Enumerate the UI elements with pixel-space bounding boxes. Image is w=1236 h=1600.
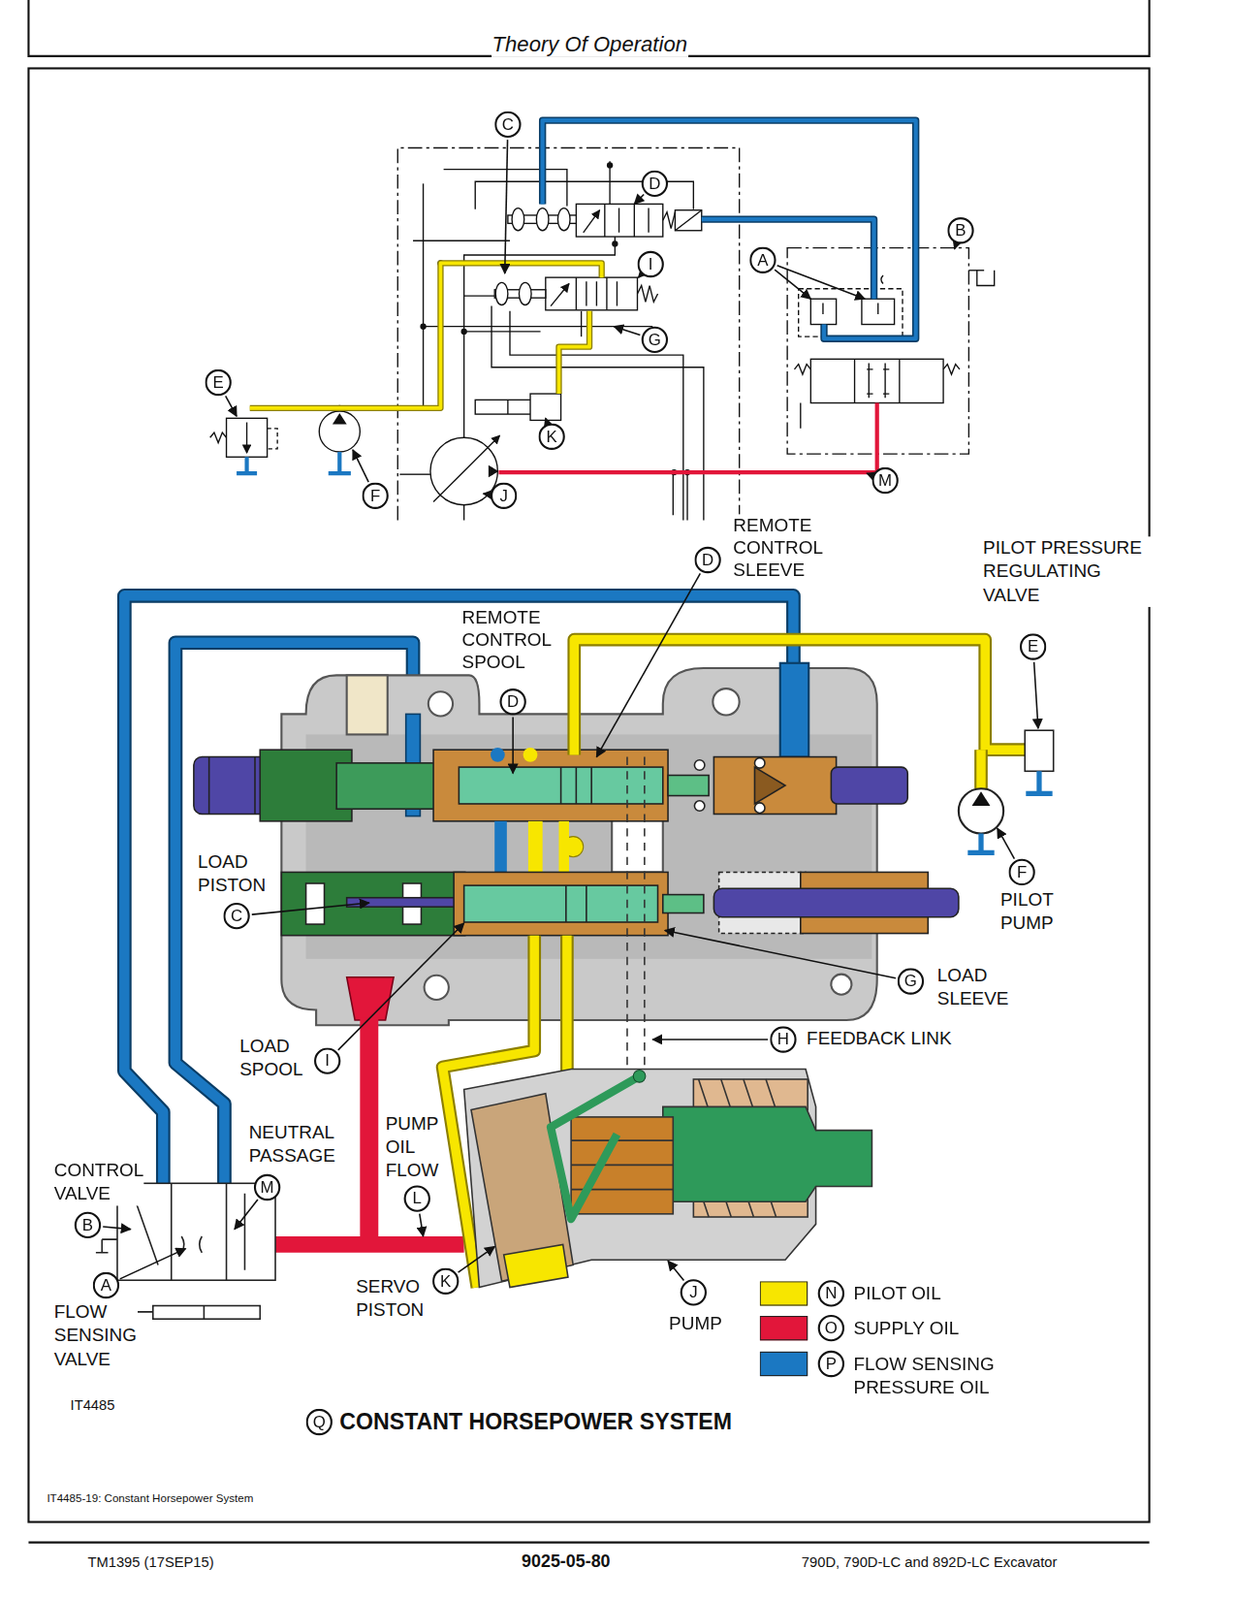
part-label: PUMP OIL FLOW — [384, 1111, 441, 1183]
leader-line — [102, 1226, 130, 1230]
leader-line — [866, 473, 871, 476]
legend-swatch — [760, 1315, 808, 1340]
part-label: CONTROL VALVE — [53, 1158, 145, 1205]
leader-line — [252, 902, 370, 915]
leader-line — [234, 1199, 258, 1230]
leader-line — [352, 449, 369, 482]
part-label: REMOTE CONTROL SPOOL — [460, 605, 552, 673]
leader-line — [120, 1248, 187, 1279]
callout-letter: L — [404, 1184, 431, 1211]
leader-line — [483, 492, 489, 495]
callout-letter: A — [93, 1271, 120, 1299]
leader-line — [613, 326, 640, 336]
leader-line — [638, 275, 641, 278]
leader-line — [667, 1260, 684, 1280]
callout-letter: K — [538, 423, 565, 450]
part-label: LOAD SPOOL — [238, 1034, 304, 1081]
figure-title: CONSTANT HORSEPOWER SYSTEM — [338, 1408, 733, 1435]
callout-letter: B — [74, 1211, 101, 1238]
leader-line — [1034, 662, 1039, 729]
leader-line — [652, 1038, 768, 1041]
callout-letter: D — [694, 546, 721, 573]
legend-text: PILOT OIL — [852, 1281, 1008, 1305]
figure-caption: IT4485-19: Constant Horsepower System — [45, 1489, 254, 1505]
callout-letter: F — [361, 482, 388, 509]
callout-letter: M — [871, 467, 898, 494]
part-label: REMOTE CONTROL SLEEVE — [731, 513, 824, 581]
callout-letter: E — [1019, 633, 1046, 660]
leader-line — [338, 922, 465, 1050]
part-label: SERVO PISTON — [354, 1274, 425, 1322]
callout-letter: I — [636, 251, 664, 278]
leader-line — [458, 1246, 496, 1273]
callout-letter: G — [897, 967, 924, 994]
page-heading: 9025-05-80 — [520, 1550, 612, 1572]
part-label: TM1395 (17SEP15) — [86, 1552, 215, 1571]
leader-line — [777, 265, 865, 299]
leader-line — [954, 245, 956, 250]
legend-text: FLOW SENSING PRESSURE OIL — [852, 1352, 1008, 1399]
legend-swatch — [760, 1280, 808, 1305]
callout-letter: M — [253, 1173, 281, 1201]
callout-letter: N — [818, 1279, 845, 1306]
part-label: FEEDBACK LINK — [805, 1026, 953, 1050]
part-label: PILOT PUMP — [999, 887, 1055, 935]
callout-letter: A — [749, 247, 776, 274]
callout-letter: K — [432, 1267, 459, 1295]
callout-letter: P — [818, 1350, 845, 1377]
leader-line — [774, 269, 811, 299]
leader-line — [419, 1213, 424, 1236]
callout-letter: I — [314, 1046, 341, 1074]
part-label: FLOW SENSING VALVE — [53, 1299, 138, 1371]
leader-line — [997, 827, 1015, 858]
callout-letter: B — [947, 217, 974, 244]
callout-letter: Q — [306, 1408, 333, 1435]
leader-line — [225, 395, 237, 416]
page-heading: Theory Of Operation — [491, 31, 689, 58]
callout-letter: C — [494, 111, 521, 138]
part-label: 790D, 790D-LC and 892D-LC Excavator — [800, 1552, 1059, 1571]
leader-line — [505, 139, 508, 274]
leader-line — [511, 717, 514, 774]
part-label: NEUTRAL PASSAGE — [248, 1120, 337, 1168]
callout-letter: G — [641, 326, 668, 353]
legend-swatch — [760, 1351, 808, 1376]
callout-letter: J — [680, 1278, 707, 1305]
callout-letter: J — [490, 482, 517, 509]
legend-text: SUPPLY OIL — [852, 1316, 1008, 1340]
part-label: LOAD PISTON — [196, 850, 267, 897]
leader-line — [633, 194, 644, 205]
part-label: IT4485 — [69, 1394, 117, 1414]
callout-letter: D — [499, 688, 526, 715]
callout-letter: O — [818, 1314, 845, 1341]
part-label: PILOT PRESSURE REGULATING VALVE — [982, 536, 1158, 607]
leader-line — [545, 417, 547, 422]
callout-letter: D — [641, 170, 668, 197]
callout-letter: C — [222, 902, 250, 929]
leader-line — [596, 572, 700, 757]
part-label: PUMP — [667, 1311, 724, 1335]
callout-letter: E — [204, 369, 231, 396]
part-label: LOAD SLEEVE — [936, 963, 1011, 1011]
leader-line — [665, 929, 896, 978]
callout-letter: H — [769, 1025, 796, 1052]
callout-letter: F — [1008, 858, 1035, 886]
